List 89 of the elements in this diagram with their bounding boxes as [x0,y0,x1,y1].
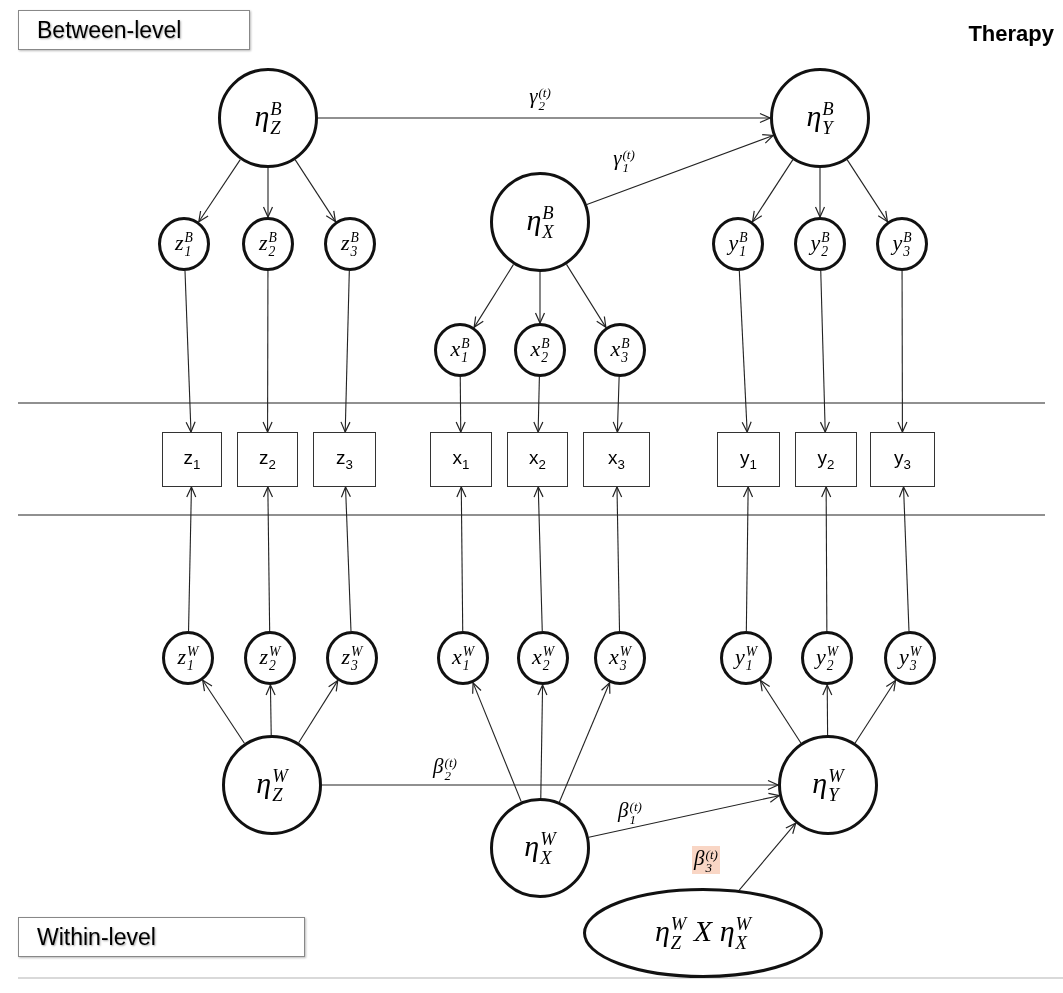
indicator-box [162,432,222,487]
latent-variable-circle [884,631,936,685]
arrow [340,486,352,632]
arrow [262,270,273,433]
indicator-box [237,432,298,487]
indicator-box [795,432,857,487]
variable-symbol: y$_{3}$ [894,447,911,472]
arrow [198,159,241,223]
arrow [854,679,897,744]
arrow [814,167,826,218]
arrow [472,682,522,803]
indicator-box [717,432,780,487]
variable-symbol: z$_{2}$ [259,447,276,472]
arrow [202,679,245,744]
latent-variable-circle [876,217,928,271]
indicator-box [313,432,376,487]
arrow [565,263,607,328]
arrow [738,270,752,433]
arrow [819,270,831,433]
latent-variable-circle [720,631,772,685]
latent-variable-circle [770,68,870,168]
arrow [846,159,889,223]
variable-symbol: z$_{3}$ [336,447,353,472]
latent-variable-circle [434,323,486,377]
indicator-box [507,432,568,487]
arrow [186,486,197,632]
latent-variable-circle [490,798,590,898]
level-label-box [18,917,305,957]
arrow [586,134,774,206]
arrow [738,822,797,891]
arrow [298,680,339,744]
arrow [340,270,351,433]
arrow [265,684,276,736]
level-label: Between-level [37,16,182,44]
interaction-ellipse [583,888,823,978]
indicator-box [583,432,650,487]
latent-variable-circle [242,217,294,271]
latent-variable-circle [778,735,878,835]
arrow [262,167,274,218]
arrow [897,270,908,433]
variable-symbol: x$_{3}$ [608,447,625,472]
arrow [537,684,548,799]
arrow [294,159,337,223]
arrow [558,682,611,803]
latent-variable-circle [437,631,489,685]
latent-variable-circle [517,631,569,685]
arrow [262,486,274,632]
arrow [742,486,754,632]
indicator-box [430,432,492,487]
arrow [612,376,623,433]
arrow [321,779,779,791]
latent-variable-circle [244,631,296,685]
arrow [534,271,546,324]
arrow [822,684,833,736]
arrow [588,792,780,838]
variable-symbol: y$_{1}$ [740,447,757,472]
arrow [184,270,196,433]
arrow [751,159,794,223]
arrow [455,376,466,433]
latent-variable-circle [326,631,378,685]
latent-variable-circle [801,631,853,685]
latent-variable-circle [218,68,318,168]
latent-variable-circle [222,735,322,835]
arrow [533,376,544,433]
arrow [456,486,467,632]
latent-variable-circle [490,172,590,272]
arrow [898,486,910,632]
latent-variable-circle [794,217,846,271]
level-label-box [18,10,250,50]
variable-symbol: x$_{1}$ [452,447,470,472]
arrow [473,263,515,328]
latent-variable-circle [514,323,566,377]
latent-variable-circle [594,631,646,685]
latent-variable-circle [594,323,646,377]
latent-variable-circle [324,217,376,271]
level-label: Within-level [37,923,156,951]
indicator-box [870,432,935,487]
arrow [759,679,802,744]
variable-symbol: x$_{2}$ [529,447,546,472]
group-title: Therapy [967,21,1055,47]
latent-variable-circle [158,217,210,271]
arrow [317,112,771,124]
variable-symbol: z$_{1}$ [183,447,201,472]
arrow [821,486,832,632]
latent-variable-circle [162,631,214,685]
arrow [612,486,623,632]
latent-variable-circle [712,217,764,271]
arrow [533,486,544,632]
variable-symbol: y$_{2}$ [817,447,835,472]
